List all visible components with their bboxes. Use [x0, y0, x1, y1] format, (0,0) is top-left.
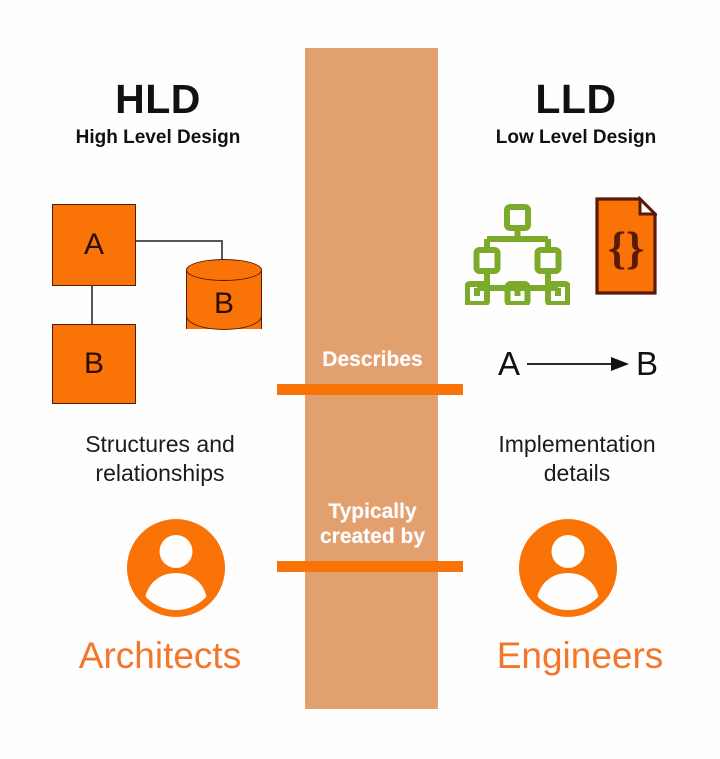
arrow-head: [610, 357, 629, 371]
connector-database-drop: [221, 240, 223, 263]
flow-node-a: A: [498, 345, 521, 382]
lld-caption-line-1: Implementation: [498, 431, 656, 457]
hierarchy-tree-icon: [465, 204, 570, 305]
lld-caption-line-2: details: [543, 459, 611, 486]
hld-box-b: B: [52, 324, 136, 404]
connector-a-to-b: [91, 284, 93, 326]
lld-flow-a-to-b: A B: [498, 340, 658, 388]
created-by-line-2: created by: [319, 524, 426, 548]
code-braces-glyph: {}: [608, 222, 644, 273]
arrow-line: [527, 363, 613, 366]
role-label-engineers: Engineers: [496, 635, 664, 676]
cylinder-label: B: [213, 287, 234, 320]
lld-column-header: LLD Low Level Design: [452, 76, 700, 149]
hld-abbreviation: HLD: [115, 76, 201, 122]
divider-bar-created-by: [277, 561, 463, 572]
person-avatar-icon-engineers: [519, 519, 617, 617]
hld-box-a: A: [52, 204, 136, 286]
hld-database-cylinder: B: [186, 258, 262, 340]
lld-abbreviation: LLD: [535, 76, 617, 122]
hld-caption: Structures and relationships: [36, 430, 284, 488]
describes-line-1: Describes: [322, 348, 423, 371]
hld-component-diagram: A B B: [45, 196, 285, 404]
hld-caption-line-2: relationships: [95, 459, 225, 486]
hld-full-name: High Level Design: [75, 127, 241, 149]
band-label-describes: Describes: [285, 348, 460, 373]
connector-a-to-database: [135, 240, 222, 242]
right-arrow-icon: [527, 357, 629, 371]
person-avatar-icon-architects: [127, 519, 225, 617]
lld-full-name: Low Level Design: [495, 127, 657, 149]
band-label-typically-created-by: Typically created by: [285, 500, 460, 550]
created-by-line-1: Typically: [328, 500, 417, 523]
cylinder-bottom: [186, 306, 262, 330]
role-label-architects: Architects: [78, 635, 242, 676]
hld-caption-line-1: Structures and: [85, 431, 235, 457]
lld-caption: Implementation details: [452, 430, 702, 488]
lld-icon-group: {}: [465, 196, 685, 321]
flow-node-b: B: [635, 345, 658, 382]
cylinder-top-ellipse: [186, 259, 262, 281]
center-band: [305, 48, 438, 709]
code-document-icon: {}: [595, 196, 657, 295]
hld-column-header: HLD High Level Design: [28, 76, 288, 149]
divider-bar-describes: [277, 384, 463, 395]
